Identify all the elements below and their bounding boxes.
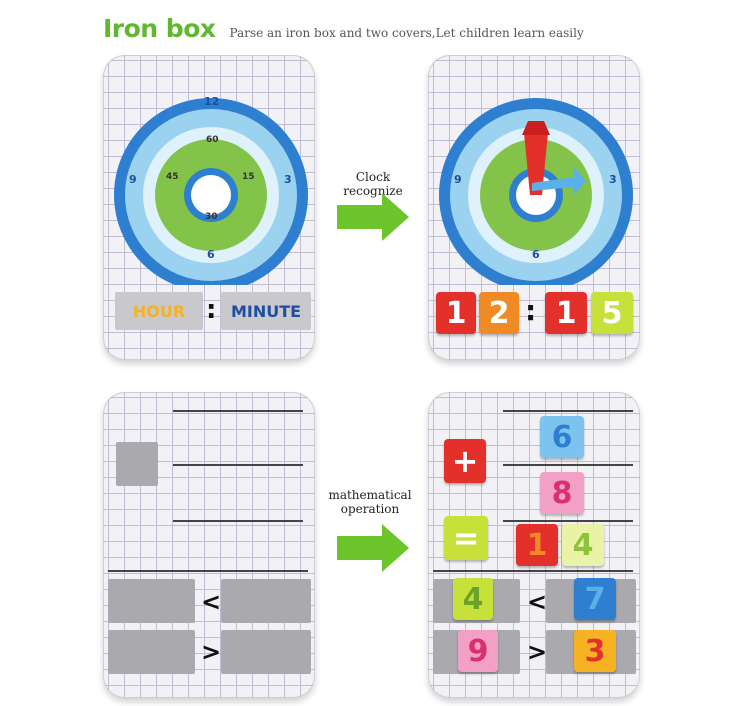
result-tile-2[interactable]: 4: [562, 524, 604, 566]
tin-clock-filled: 3 6 9 1 2 : 1 5: [428, 55, 640, 360]
answer-line: [503, 464, 633, 466]
time-tile-minute-2[interactable]: 5: [591, 292, 633, 334]
compare-tile-left-bottom[interactable]: 9: [458, 630, 498, 672]
minute-60: 60: [206, 135, 219, 145]
time-colon: :: [525, 294, 537, 327]
clock-recognize-label: Clock recognize: [343, 170, 403, 198]
less-than-sign: <: [201, 588, 222, 616]
number-tile-second[interactable]: 8: [540, 472, 584, 514]
hour-6: 6: [207, 248, 215, 261]
hour-3: 3: [284, 173, 292, 186]
compare-tile-right-bottom[interactable]: 3: [574, 630, 616, 672]
hour-3: 3: [609, 173, 617, 186]
heading-subtitle: Parse an iron box and two covers,Let chi…: [229, 26, 584, 40]
less-than-sign: <: [527, 588, 548, 616]
time-tile-minute-1[interactable]: 1: [545, 292, 587, 334]
arrow-right-icon: [337, 524, 409, 572]
compare-tile-right-top[interactable]: 7: [574, 578, 616, 620]
compare-slot: [108, 630, 195, 674]
minute-label: MINUTE: [230, 301, 302, 321]
greater-than-sign: >: [527, 638, 548, 666]
hour-label-box: HOUR: [115, 292, 203, 330]
hour-9: 9: [454, 173, 462, 186]
number-tile-top[interactable]: 6: [540, 416, 584, 458]
clock-face: [114, 98, 308, 285]
operator-slot: [116, 442, 158, 486]
math-operation-label: mathematical operation: [320, 488, 420, 516]
hour-12: 12: [204, 95, 220, 108]
math-operation-label-line2: operation: [340, 502, 400, 516]
clock-face: [439, 98, 633, 285]
tin-math-empty: < >: [103, 392, 315, 698]
tin-math-filled: + 6 8 = 1 4 4 < 7 9 > 3: [428, 392, 640, 698]
time-tile-hour-1[interactable]: 1: [436, 292, 476, 334]
greater-than-sign: >: [201, 638, 222, 666]
minute-15: 15: [242, 172, 255, 182]
hour-label: HOUR: [132, 301, 186, 321]
minute-30: 30: [205, 212, 218, 222]
hour-numbers: 3 6 9: [428, 55, 640, 285]
plus-tile[interactable]: +: [444, 439, 486, 483]
answer-line: [173, 410, 303, 412]
minute-label-box: MINUTE: [221, 292, 311, 330]
compare-slot: [221, 630, 311, 674]
answer-line: [503, 410, 633, 412]
hour-numbers: 12 3 6 9 60 15 30 45: [103, 55, 315, 285]
arrow-right-icon: [337, 193, 409, 241]
compare-slot: [221, 579, 311, 623]
answer-line: [173, 520, 303, 522]
time-tile-hour-2[interactable]: 2: [479, 292, 519, 334]
answer-line: [433, 570, 633, 572]
heading-title: Iron box: [103, 14, 216, 43]
minute-45: 45: [166, 172, 179, 182]
heading: Iron box Parse an iron box and two cover…: [103, 14, 584, 43]
compare-tile-left-top[interactable]: 4: [453, 578, 493, 620]
compare-slot: [108, 579, 195, 623]
tin-clock-empty: 12 3 6 9 60 15 30 45 HOUR : MINUTE: [103, 55, 315, 360]
colon-marker: :: [206, 295, 217, 325]
hour-6: 6: [532, 248, 540, 261]
answer-line: [173, 464, 303, 466]
result-tile-1[interactable]: 1: [516, 524, 558, 566]
answer-line: [503, 520, 633, 522]
equals-tile[interactable]: =: [444, 516, 488, 560]
math-operation-label-line1: mathematical: [328, 488, 412, 502]
answer-line: [108, 570, 308, 572]
hour-9: 9: [129, 173, 137, 186]
